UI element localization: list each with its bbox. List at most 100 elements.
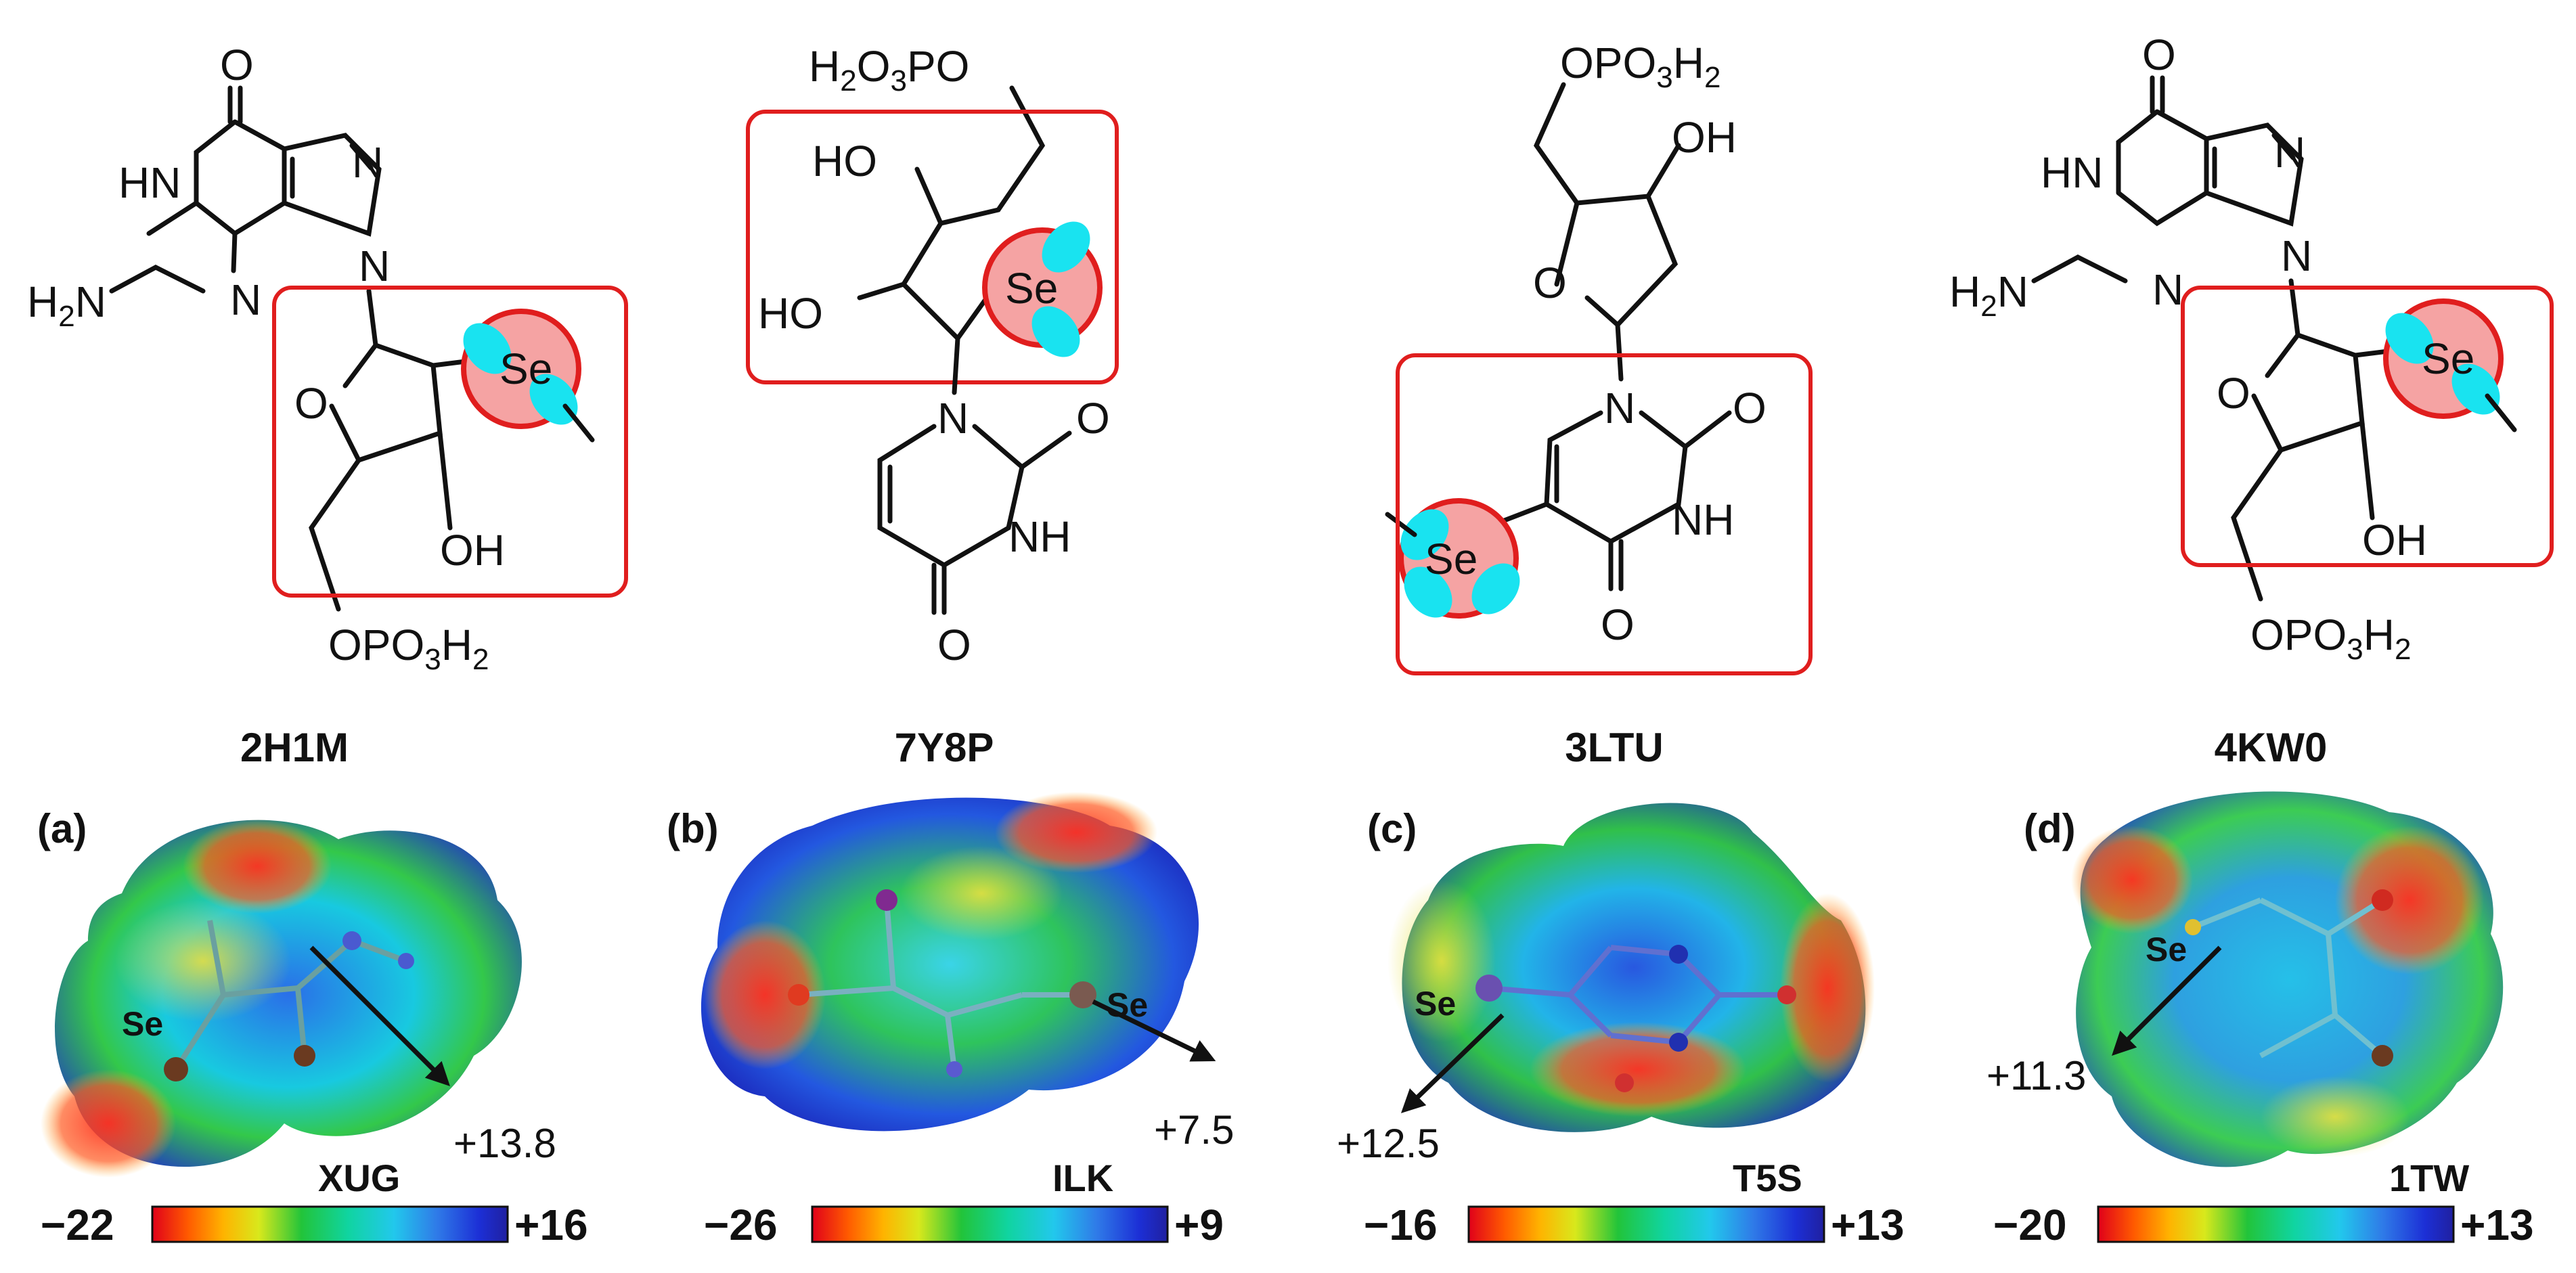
sigma-hole-arrow xyxy=(1092,999,1216,1062)
ball-stick-model xyxy=(173,920,407,1071)
highlight-box xyxy=(1396,353,1813,675)
atom-ball xyxy=(1615,1073,1634,1092)
atom-ball xyxy=(2185,919,2201,935)
atom-h2n: H2N xyxy=(1949,267,2028,323)
atom-ball xyxy=(1669,1033,1688,1052)
atom-oh: OH xyxy=(1672,113,1737,162)
esp-colorbar xyxy=(2097,1205,2455,1243)
panel-label: (b) xyxy=(667,806,719,851)
esp-negative-region xyxy=(41,1069,176,1178)
sigma-hole xyxy=(1471,563,1520,615)
esp-negative-region xyxy=(704,920,826,1069)
esp-neutral-region xyxy=(1387,880,1496,1042)
atom-ball xyxy=(2372,1045,2393,1067)
ligand-code: ILK xyxy=(1052,1157,1113,1199)
atom-n: N xyxy=(359,242,390,290)
atom-ball xyxy=(398,953,414,969)
atom-o: O xyxy=(220,41,254,89)
atom-phosphate: OPO3H2 xyxy=(328,621,489,676)
scale-max: +13 xyxy=(1831,1201,1905,1249)
esp-negative-region xyxy=(2335,826,2484,975)
scale-min: −22 xyxy=(41,1201,114,1249)
ligand-code: 1TW xyxy=(2389,1157,2469,1199)
esp-neutral-region xyxy=(115,900,291,1022)
esp-surface xyxy=(701,797,1199,1132)
atom-phosphate: OPO3H2 xyxy=(2250,610,2411,666)
esp-max-value: +11.3 xyxy=(1986,1053,2086,1098)
atom-ball xyxy=(294,1045,315,1067)
structure-2h1m: O HN N H2N N N O OH OPO3H2 Se xyxy=(27,41,628,676)
atom-n: N xyxy=(1604,384,1635,432)
atom-nh: NH xyxy=(1672,495,1734,544)
pdb-label: 3LTU xyxy=(1565,725,1664,770)
scale-max: +9 xyxy=(1174,1201,1224,1249)
sigma-hole xyxy=(2385,313,2434,364)
atom-o: O xyxy=(2142,30,2176,79)
atom-oh: OH xyxy=(2362,516,2427,564)
ball-stick-model xyxy=(2192,897,2384,1058)
atom-ball xyxy=(946,1061,962,1077)
scale-min: −26 xyxy=(704,1201,778,1249)
ball-stick-model xyxy=(1488,945,1787,1045)
esp-panel-b: (b) Se +7.5 ILK −26 +9 xyxy=(667,792,1234,1249)
atom-phosphate: OPO3H2 xyxy=(1560,39,1720,94)
sigma-hole xyxy=(1031,306,1080,357)
esp-negative-region xyxy=(183,819,332,914)
atom-se: Se xyxy=(2422,334,2474,383)
esp-max-value: +7.5 xyxy=(1154,1107,1234,1153)
ligand-code: T5S xyxy=(1733,1157,1802,1199)
atom-o: O xyxy=(1076,394,1110,443)
esp-negative-region xyxy=(1780,893,1875,1083)
esp-neutral-region xyxy=(900,846,1063,941)
atom-ho: HO xyxy=(812,137,877,185)
scale-min: −20 xyxy=(1993,1201,2067,1249)
atom-ball xyxy=(1069,981,1096,1008)
pdb-label: 7Y8P xyxy=(895,725,994,770)
atom-n: N xyxy=(230,275,261,324)
panel-label: (a) xyxy=(37,806,87,851)
ligand-code: XUG xyxy=(318,1157,400,1199)
atom-n: N xyxy=(2274,128,2305,177)
esp-panel-a: (a) Se +13.8 XUG −22 +16 xyxy=(37,806,588,1249)
atom-o: O xyxy=(937,621,971,669)
esp-surface xyxy=(1402,803,1866,1132)
se-atom-label: Se xyxy=(1415,985,1456,1023)
ball-stick-model xyxy=(798,899,1083,1070)
pdb-label: 4KW0 xyxy=(2215,725,2328,770)
atom-o: O xyxy=(2217,369,2250,418)
atom-ball xyxy=(1475,975,1503,1002)
atom-ball xyxy=(788,984,809,1006)
esp-negative-region xyxy=(2071,826,2193,934)
highlight-box xyxy=(2181,286,2554,567)
atom-n: N xyxy=(352,138,383,187)
se-atom-label: Se xyxy=(2146,931,2187,968)
esp-max-value: +12.5 xyxy=(1337,1121,1440,1166)
se-atom-label: Se xyxy=(122,1005,163,1043)
sigma-hole xyxy=(529,374,578,425)
atom-n: N xyxy=(937,394,969,443)
scale-min: −16 xyxy=(1364,1201,1438,1249)
atom-n: N xyxy=(2281,231,2312,280)
esp-colorbar xyxy=(1467,1205,1825,1243)
highlight-box xyxy=(746,110,1119,384)
pdb-label: 2H1M xyxy=(240,725,349,770)
atom-ball xyxy=(1777,985,1796,1004)
sigma-hole-arrow xyxy=(309,945,450,1086)
atom-ball xyxy=(876,889,897,911)
atom-se: Se xyxy=(1005,264,1058,313)
atom-ball xyxy=(342,931,361,950)
sigma-hole-arrow xyxy=(1400,1013,1505,1113)
atom-n: N xyxy=(2152,265,2183,314)
esp-panel-d: (d) Se +11.3 1TW −20 +13 xyxy=(1986,791,2534,1249)
atom-ball xyxy=(164,1057,188,1081)
panel-label: (d) xyxy=(2024,806,2076,851)
sigma-hole xyxy=(1400,509,1449,560)
esp-panel-c: (c) Se +12.5 T5S −16 +13 xyxy=(1337,803,1905,1249)
atom-o: O xyxy=(1601,600,1635,649)
scale-max: +16 xyxy=(514,1201,588,1249)
structure-4kw0: O HN N H2N N N O OH OPO3H2 Se xyxy=(1949,30,2554,666)
esp-negative-region xyxy=(995,792,1157,873)
atom-nh: NH xyxy=(1008,512,1071,561)
sigma-hole-arrow xyxy=(2112,945,2222,1056)
